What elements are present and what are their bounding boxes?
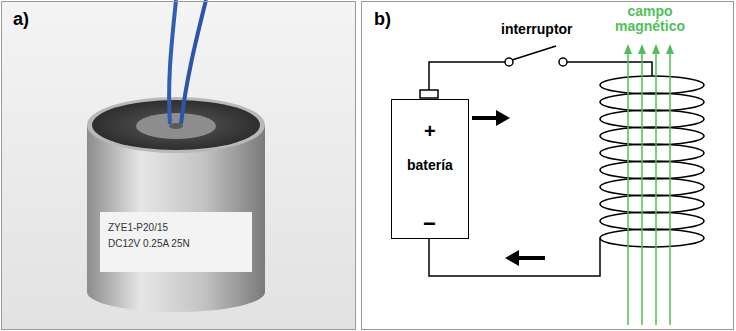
polarity-sign: −: [423, 212, 436, 236]
product-code: ZYE1-P20/15: [108, 222, 168, 233]
rating-text: DC12V 0.25A 25N: [108, 238, 190, 249]
current-arrows: [472, 110, 545, 266]
battery-box: + batería −: [391, 99, 469, 239]
circuit-panel: b) + batería −: [361, 1, 734, 330]
switch-label: interruptor: [501, 22, 573, 37]
electromagnet-photo: [87, 0, 265, 312]
photo-panel: a): [1, 1, 356, 330]
battery-label: batería: [407, 158, 453, 173]
polarity-sign: +: [424, 120, 436, 142]
coil: [600, 76, 704, 247]
panel-letter: a): [13, 10, 29, 30]
field-lines: [624, 44, 674, 325]
panel-letter: b): [374, 10, 391, 30]
field-label: campo magnético: [602, 4, 698, 35]
photo-background: [2, 2, 355, 329]
